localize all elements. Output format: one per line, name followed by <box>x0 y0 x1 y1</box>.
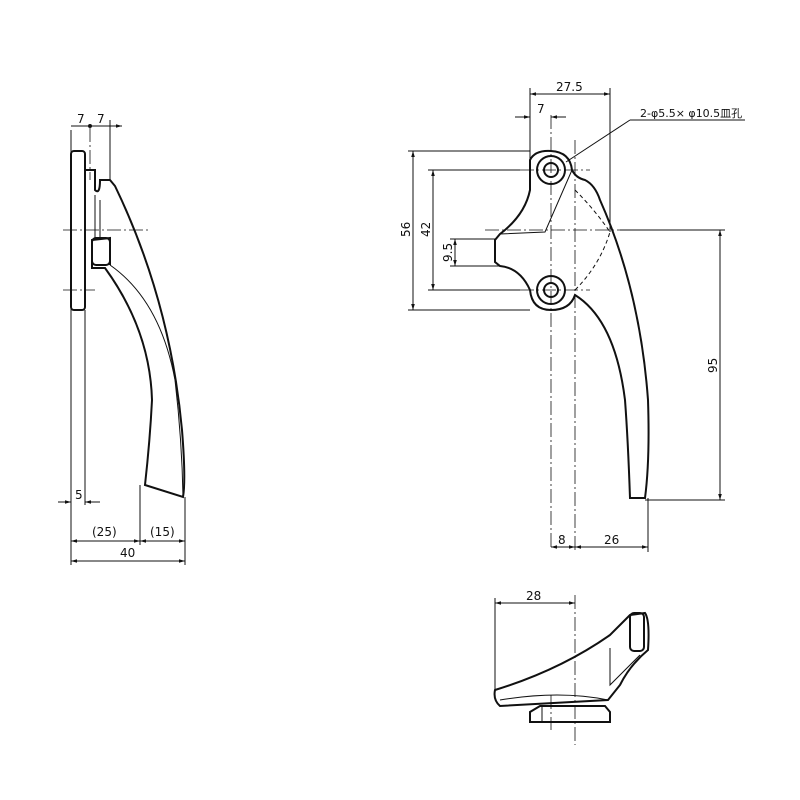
dim-8: 8 <box>558 533 566 547</box>
dim-42: 42 <box>419 222 433 237</box>
dim-side-7a: 7 <box>77 112 85 126</box>
dim-side-40: 40 <box>120 546 135 560</box>
front-view: 27.5 7 2-φ5.5× φ10.5皿孔 56 42 9.5 95 8 26 <box>399 80 745 552</box>
dim-side-7b: 7 <box>97 112 105 126</box>
dim-side-25: (25) <box>92 525 117 539</box>
dim-27-5: 27.5 <box>556 80 583 94</box>
dim-9-5: 9.5 <box>441 243 455 262</box>
dim-26: 26 <box>604 533 619 547</box>
dim-95: 95 <box>706 358 720 373</box>
dim-56: 56 <box>399 222 413 237</box>
dim-side-15: (15) <box>150 525 175 539</box>
side-view: 7 7 5 (25) (15) 40 <box>58 112 186 565</box>
dim-side-5: 5 <box>75 488 83 502</box>
dim-7: 7 <box>537 102 545 116</box>
dim-28: 28 <box>526 589 541 603</box>
bottom-view: 28 <box>493 589 650 745</box>
hole-note: 2-φ5.5× φ10.5皿孔 <box>640 107 742 120</box>
